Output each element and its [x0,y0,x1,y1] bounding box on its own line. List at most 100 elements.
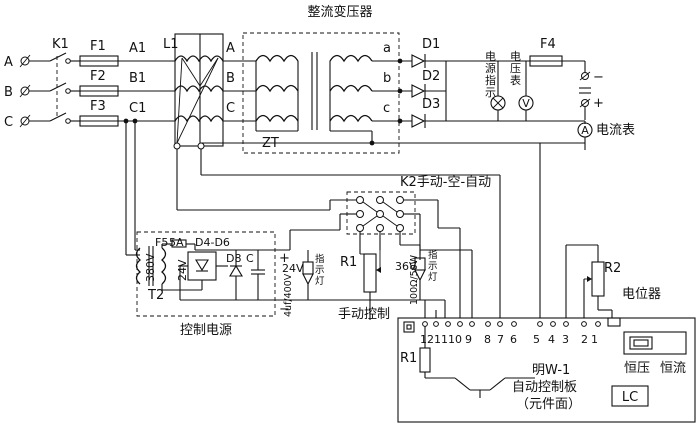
fuse-f4-label: F4 [540,37,556,52]
output-plus-label: + [593,96,604,111]
control-power-label: 控制电源 [180,323,232,338]
fuse-f5 [162,239,196,250]
voltmeter-symbol: V [522,97,530,110]
node-c-label: C [226,101,235,116]
indicator-label-4: 示 [485,86,496,99]
lamp36-label-1: 指 [428,249,438,261]
terminal-10: 10 [448,333,462,346]
input-label-b: B [4,85,13,100]
input-terminals: A B C [4,54,31,130]
cap-label: C [246,252,254,265]
rectifier-diodes [411,54,540,128]
fuse-f4 [529,55,586,72]
input-label-c: C [4,115,13,130]
voltmeter: V [518,61,534,121]
board-desc: 自动控制板 [512,380,577,395]
r1-value: 100Ω/50W [409,254,420,305]
t2-label: T2 [147,288,164,303]
lamp24-voltage: 24V [282,262,304,275]
lamp24-label-2: 示 [315,265,325,276]
node-a1-label: A1 [129,41,146,56]
lamp24-label-3: 灯 [315,276,325,287]
control-transformer-t2 [135,244,167,290]
lamp-24v [302,250,314,300]
board-resistor [419,326,535,398]
indicator-label-1: 电 [485,50,496,63]
voltmeter-label-1: 电 [510,50,521,63]
secondary-c-label: c [383,101,390,116]
terminal-8: 8 [484,333,491,346]
node-a-label: A [226,41,235,56]
terminal-1: 1 [591,333,598,346]
manual-control-label: 手动控制 [338,307,390,322]
rail-minus-label: − [279,302,290,317]
terminal-11: 11 [434,333,448,346]
switch-k1-label: K1 [52,37,69,52]
lamp36-label-3: 灯 [428,272,438,283]
terminal-6: 6 [510,333,517,346]
terminal-7: 7 [497,333,504,346]
mode-const-voltage: 恒压 [624,361,650,376]
lamp-36v [400,244,426,300]
indicator-label-3: 指 [485,73,496,87]
v380-label: 380V [144,253,157,282]
lamp36-voltage: 36V [395,260,417,273]
terminal-4: 4 [548,333,555,346]
output-minus-label: − [593,70,604,85]
indicator-label-2: 源 [485,61,496,75]
secondary-a-label: a [383,41,391,56]
lamp36-label-2: 示 [428,261,438,272]
lc-label: LC [622,390,638,405]
input-label-a: A [4,55,13,70]
r1-label: R1 [340,255,357,270]
fuse-f5-rating: 5A [169,236,184,249]
r2-label: R2 [604,261,621,276]
lc-box [611,385,649,407]
mode-switch [623,331,687,355]
bridge-label: D4-D6 [195,236,230,249]
transformer-zt [223,32,412,154]
fuses-main [79,55,175,127]
diagram-title: 整流变压器 [307,4,372,20]
reactor-l1-label: L1 [163,37,179,52]
node-b1-label: B1 [129,71,146,86]
ammeter-symbol: A [581,124,589,137]
node-c1-label: C1 [129,101,146,116]
control-board [397,317,696,423]
switch-k1 [29,52,80,124]
capacitor-c [251,250,265,300]
output-terminals: − + [579,70,604,120]
cap-value: 4uf/400V [283,273,294,317]
diode-d3-label: D3 [422,97,440,112]
board-sub: （元件面） [516,397,581,412]
fuse-f5-label: F5 [155,236,168,249]
v24-label: 24V [176,259,189,281]
terminal-5: 5 [533,333,540,346]
secondary-b-label: b [383,71,391,86]
node-b-label: B [226,71,235,86]
voltmeter-label-2: 压 [510,62,521,75]
reactor-l1 [173,33,224,210]
terminal-3: 3 [562,333,569,346]
fuse-f3-label: F3 [90,99,106,114]
voltmeter-label-3: 表 [510,73,521,87]
potentiometer-label: 电位器 [622,287,661,302]
bridge-rectifier [162,251,228,300]
terminal-9: 9 [465,333,472,346]
diode-d1-label: D1 [422,37,440,52]
terminal-2: 2 [581,333,588,346]
mode-const-current: 恒流 [660,361,686,376]
board-r1-label: R1 [400,351,417,366]
potentiometer-r2 [565,244,613,318]
fuse-f2-label: F2 [90,69,106,84]
resistor-r1 [359,250,381,320]
lamp24-label-1: 指 [315,253,325,265]
d8-label: D8 [226,252,241,265]
ammeter: A [577,121,593,143]
k2-label: K2手动-空-自动 [400,175,491,190]
rail-plus-label: + [279,251,290,266]
fuse-f1-label: F1 [90,39,106,54]
diode-d8 [229,250,243,300]
board-name: 明W-1 [532,363,570,378]
